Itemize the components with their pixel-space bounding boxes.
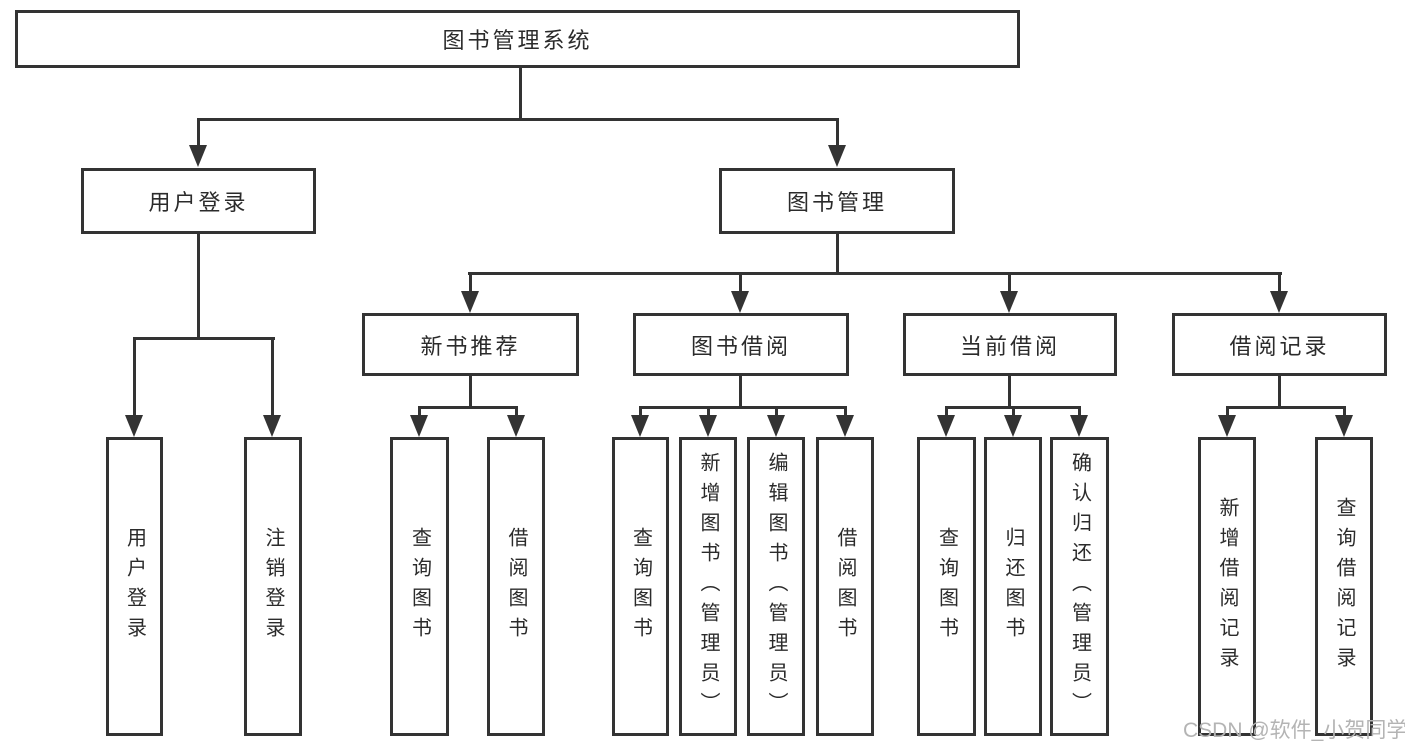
leaf-label: 归还图书 <box>1002 526 1024 647</box>
connector-line <box>271 337 274 419</box>
arrow-down-icon <box>767 415 785 437</box>
csdn-watermark: CSDN @软件_小贺同学 <box>1183 719 1405 742</box>
leaf-return-book: 归还图书 <box>984 437 1042 736</box>
leaf-borrow-books-borrowing: 借阅图书 <box>816 437 874 736</box>
leaf-label: 借阅图书 <box>834 526 856 647</box>
arrow-down-icon <box>699 415 717 437</box>
connector-line <box>469 272 472 295</box>
leaf-label: 查询借阅记录 <box>1333 496 1355 677</box>
leaf-query-books-borrowing: 查询图书 <box>612 437 669 736</box>
node-book-management: 图书管理 <box>719 168 955 234</box>
connector-line <box>418 406 518 409</box>
arrow-down-icon <box>189 145 207 167</box>
connector-line <box>707 406 710 419</box>
connector-line <box>639 406 642 419</box>
connector-line <box>739 272 742 295</box>
arrow-down-icon <box>937 415 955 437</box>
arrow-down-icon <box>1004 415 1022 437</box>
arrow-down-icon <box>410 415 428 437</box>
arrow-down-icon <box>263 415 281 437</box>
leaf-label: 注销登录 <box>262 526 284 647</box>
node-label: 当前借阅 <box>959 333 1060 359</box>
connector-line <box>1226 406 1346 409</box>
leaf-edit-book-admin: 编辑图书（管理员） <box>747 437 805 736</box>
connector-line <box>418 406 421 419</box>
connector-line <box>468 272 1282 275</box>
leaf-label: 查询图书 <box>935 526 958 647</box>
arrow-down-icon <box>1000 291 1018 313</box>
connector-line <box>1226 406 1229 419</box>
connector-line <box>836 232 839 275</box>
leaf-label: 新增图书（管理员） <box>697 451 719 722</box>
leaf-logout: 注销登录 <box>244 437 302 736</box>
arrow-down-icon <box>828 145 846 167</box>
connector-line <box>1008 272 1011 295</box>
connector-line <box>1008 374 1011 409</box>
node-label: 图书借阅 <box>690 333 791 359</box>
connector-line <box>469 374 472 409</box>
arrow-down-icon <box>461 291 479 313</box>
node-label: 图书管理 <box>786 190 887 215</box>
connector-line <box>197 232 200 340</box>
leaf-label: 查询图书 <box>629 526 652 647</box>
leaf-label: 新增借阅记录 <box>1216 496 1238 677</box>
node-label: 借阅记录 <box>1229 333 1330 359</box>
arrow-down-icon <box>836 415 854 437</box>
leaf-label: 编辑图书（管理员） <box>765 451 787 722</box>
node-current-borrowing: 当前借阅 <box>903 313 1117 376</box>
leaf-query-borrow-record: 查询借阅记录 <box>1315 437 1373 736</box>
arrow-down-icon <box>125 415 143 437</box>
arrow-down-icon <box>1335 415 1353 437</box>
connector-line <box>133 337 275 340</box>
arrow-down-icon <box>1218 415 1236 437</box>
connector-line <box>133 337 136 419</box>
node-label: 新书推荐 <box>420 333 521 359</box>
node-library-system: 图书管理系统 <box>15 10 1020 68</box>
leaf-confirm-return-admin: 确认归还（管理员） <box>1050 437 1109 736</box>
leaf-query-books-current: 查询图书 <box>917 437 976 736</box>
leaf-label: 查询图书 <box>408 526 431 647</box>
arrow-down-icon <box>631 415 649 437</box>
node-borrow-records: 借阅记录 <box>1172 313 1387 376</box>
node-book-borrowing: 图书借阅 <box>633 313 849 376</box>
connector-line <box>836 118 839 148</box>
arrow-down-icon <box>731 291 749 313</box>
connector-line <box>1078 406 1081 419</box>
connector-line <box>1343 406 1346 419</box>
connector-line <box>775 406 778 419</box>
connector-line <box>197 118 200 148</box>
leaf-label: 借阅图书 <box>505 526 527 647</box>
arrow-down-icon <box>1270 291 1288 313</box>
connector-line <box>739 374 742 409</box>
node-user-login: 用户登录 <box>81 168 316 234</box>
arrow-down-icon <box>1070 415 1088 437</box>
connector-line <box>639 406 847 409</box>
connector-line <box>844 406 847 419</box>
connector-line <box>945 406 948 419</box>
connector-line <box>197 118 839 121</box>
connector-line <box>1012 406 1015 419</box>
arrow-down-icon <box>507 415 525 437</box>
connector-line <box>1278 374 1281 409</box>
leaf-add-borrow-record: 新增借阅记录 <box>1198 437 1256 736</box>
leaf-user-login: 用户登录 <box>106 437 163 736</box>
leaf-add-book-admin: 新增图书（管理员） <box>679 437 737 736</box>
leaf-query-books-recommend: 查询图书 <box>390 437 449 736</box>
connector-line <box>515 406 518 419</box>
leaf-borrow-books-recommend: 借阅图书 <box>487 437 545 736</box>
leaf-label: 确认归还（管理员） <box>1068 451 1091 722</box>
node-new-book-recommend: 新书推荐 <box>362 313 579 376</box>
connector-line <box>1278 272 1281 295</box>
leaf-label: 用户登录 <box>123 526 146 647</box>
connector-line <box>519 66 522 121</box>
node-label: 图书管理系统 <box>442 28 593 53</box>
node-label: 用户登录 <box>148 190 249 215</box>
